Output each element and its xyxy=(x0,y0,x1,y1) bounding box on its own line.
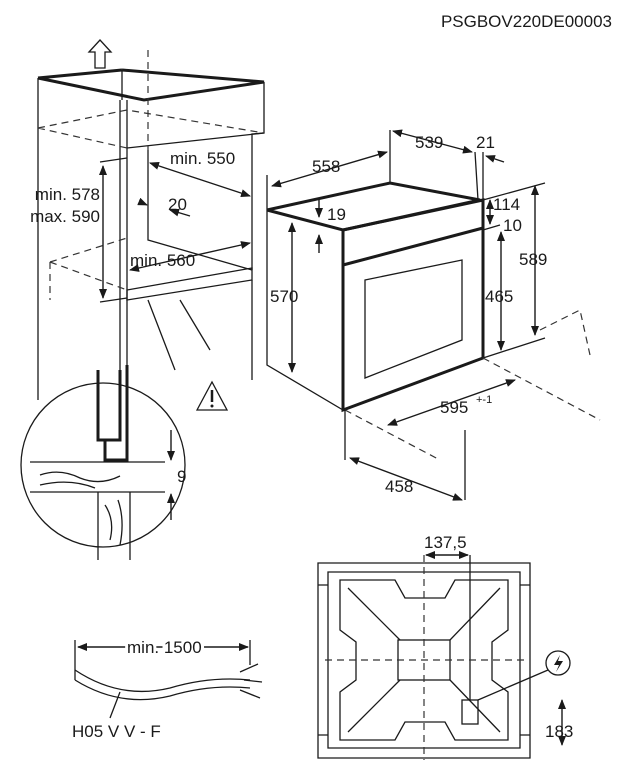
oven-top-offset-label: 19 xyxy=(327,205,346,224)
oven-panel-height-label: 114 xyxy=(493,195,520,214)
document-code: PSGBOV220DE00003 xyxy=(441,12,612,31)
niche-depth-label: min. 550 xyxy=(170,149,235,168)
oven-door-height-label: 465 xyxy=(485,287,513,306)
cable-drawing xyxy=(74,640,263,719)
niche-cabinet xyxy=(37,50,265,405)
niche-height-min-label: min. 578 xyxy=(35,185,100,204)
oven-panel-gap-label: 10 xyxy=(503,216,522,235)
oven-width-tolerance-label: +-1 xyxy=(476,394,492,406)
oven-front-thickness-label: 21 xyxy=(476,133,495,152)
oven-body-height-label: 570 xyxy=(270,287,298,306)
niche-gap-label: 20 xyxy=(168,195,187,214)
electric-icon xyxy=(554,655,563,672)
rear-offset-x-label: 137,5 xyxy=(424,533,467,552)
rear-offset-y-label: 183 xyxy=(545,722,573,741)
niche-height-max-label: max. 590 xyxy=(30,207,100,226)
oven-width-label: 595 xyxy=(440,398,468,417)
detail-gap-label: 9 xyxy=(177,467,186,486)
oven-total-height-label: 589 xyxy=(519,250,547,269)
cable-type-label: H05 V V - F xyxy=(72,722,161,741)
up-arrow-icon xyxy=(87,39,113,69)
oven-side-depth-label: 458 xyxy=(385,477,413,496)
oven-depth-total-label: 558 xyxy=(312,157,340,176)
niche-width-label: min. 560 xyxy=(130,251,195,270)
oven-drawing xyxy=(266,129,601,501)
detail-circle xyxy=(20,299,229,560)
cable-length-label: min. 1500 xyxy=(127,638,202,657)
rear-view-drawing xyxy=(317,551,571,760)
oven-depth-body-label: 539 xyxy=(415,133,443,152)
